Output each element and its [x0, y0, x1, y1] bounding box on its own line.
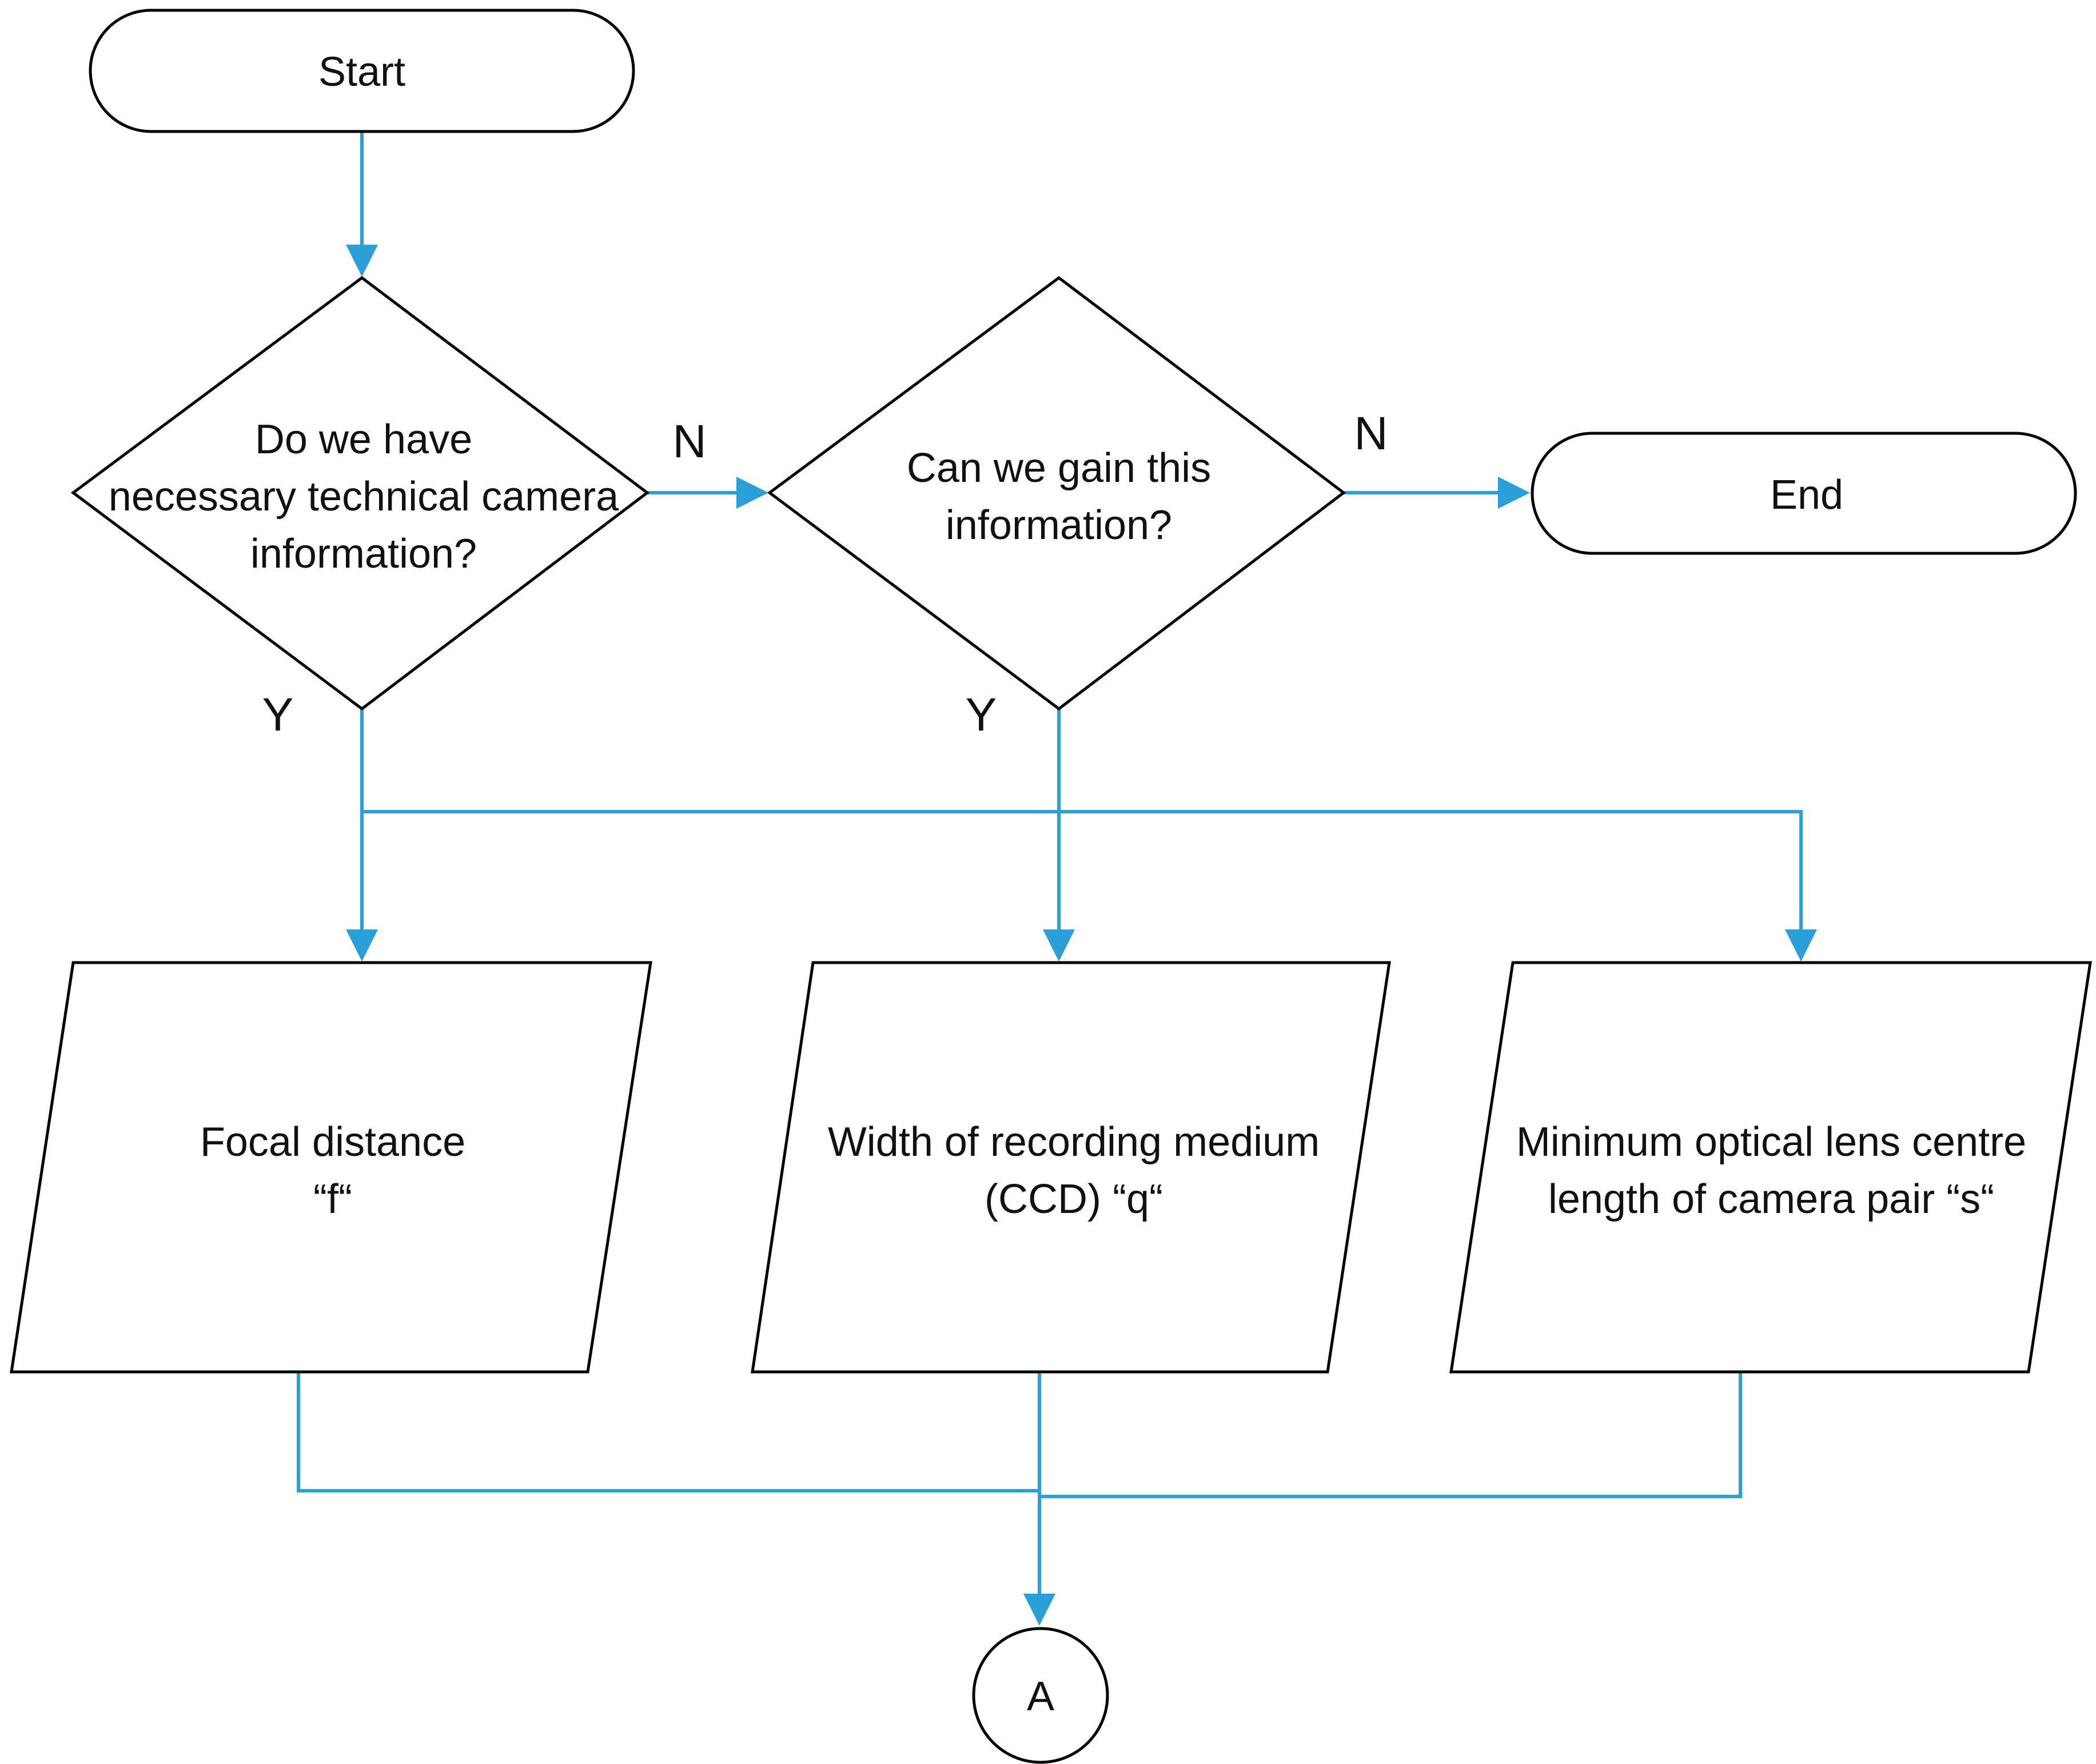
end-label: End [1770, 472, 1843, 518]
connectors [346, 130, 1817, 961]
offpage-connector-a-shape [972, 1627, 1109, 1764]
arrowhead-decision2 [736, 477, 768, 509]
input-lens-centre-line-1: Minimum optical lens centre [1516, 1119, 2026, 1165]
input-focal-distance-line-1: Focal distance [200, 1119, 465, 1165]
decision-gain-info: Can we gain this information? [767, 276, 1346, 711]
decision-gain-info-shape [767, 276, 1346, 711]
decision-camera-info-line-1: Do we have [255, 417, 472, 462]
connector-focal-out [297, 1372, 1039, 1492]
arrowhead-connector-a [1023, 1594, 1055, 1626]
end-terminal-shape [1531, 432, 2077, 555]
connector-yes-bus [362, 810, 1803, 931]
decision-gain-info-no-label: N [1354, 408, 1388, 460]
decision-camera-info-line-3: information? [250, 531, 477, 577]
end-terminal: End [1531, 432, 2077, 555]
offpage-connector-a-label: A [1027, 1674, 1054, 1719]
connector-lens-out [1039, 1372, 1742, 1498]
input-lens-centre: Minimum optical lens centre length of ca… [1449, 961, 2092, 1374]
input-lens-centre-shape [1449, 961, 2092, 1374]
input-recording-width-line-1: Width of recording medium [828, 1119, 1320, 1165]
decision-gain-info-yes-label: Y [966, 689, 997, 741]
input-recording-width-shape [751, 961, 1391, 1374]
decision-camera-info: Do we have necessary technical camera in… [70, 276, 650, 711]
decision-gain-info-line-1: Can we gain this [907, 445, 1211, 491]
start-terminal-shape [89, 9, 635, 133]
decision-camera-info-yes-label: Y [262, 689, 294, 741]
arrowhead-width [1043, 929, 1075, 961]
decision-camera-info-line-2: necessary technical camera [109, 474, 619, 520]
input-recording-width: Width of recording medium (CCD) “q“ [751, 961, 1391, 1374]
decision-camera-info-shape [70, 276, 650, 711]
arrowhead-focal [346, 929, 378, 961]
start-terminal: Start [89, 9, 635, 133]
decision-gain-info-line-2: information? [946, 502, 1172, 548]
merge-connectors [297, 1372, 1742, 1626]
edge-labels: N N Y Y [262, 408, 1388, 741]
input-focal-distance: Focal distance “f“ [10, 961, 652, 1374]
input-lens-centre-line-2: length of camera pair “s“ [1548, 1176, 1994, 1222]
input-focal-distance-line-2: “f“ [313, 1176, 352, 1222]
input-recording-width-line-2: (CCD) “q“ [985, 1176, 1163, 1222]
arrowhead-decision1 [346, 245, 378, 277]
arrowhead-end [1498, 477, 1530, 509]
offpage-connector-a: A [972, 1627, 1109, 1764]
start-label: Start [318, 49, 405, 95]
decision-camera-info-no-label: N [672, 416, 706, 468]
input-focal-distance-shape [10, 961, 652, 1374]
arrowhead-lens [1785, 929, 1817, 961]
